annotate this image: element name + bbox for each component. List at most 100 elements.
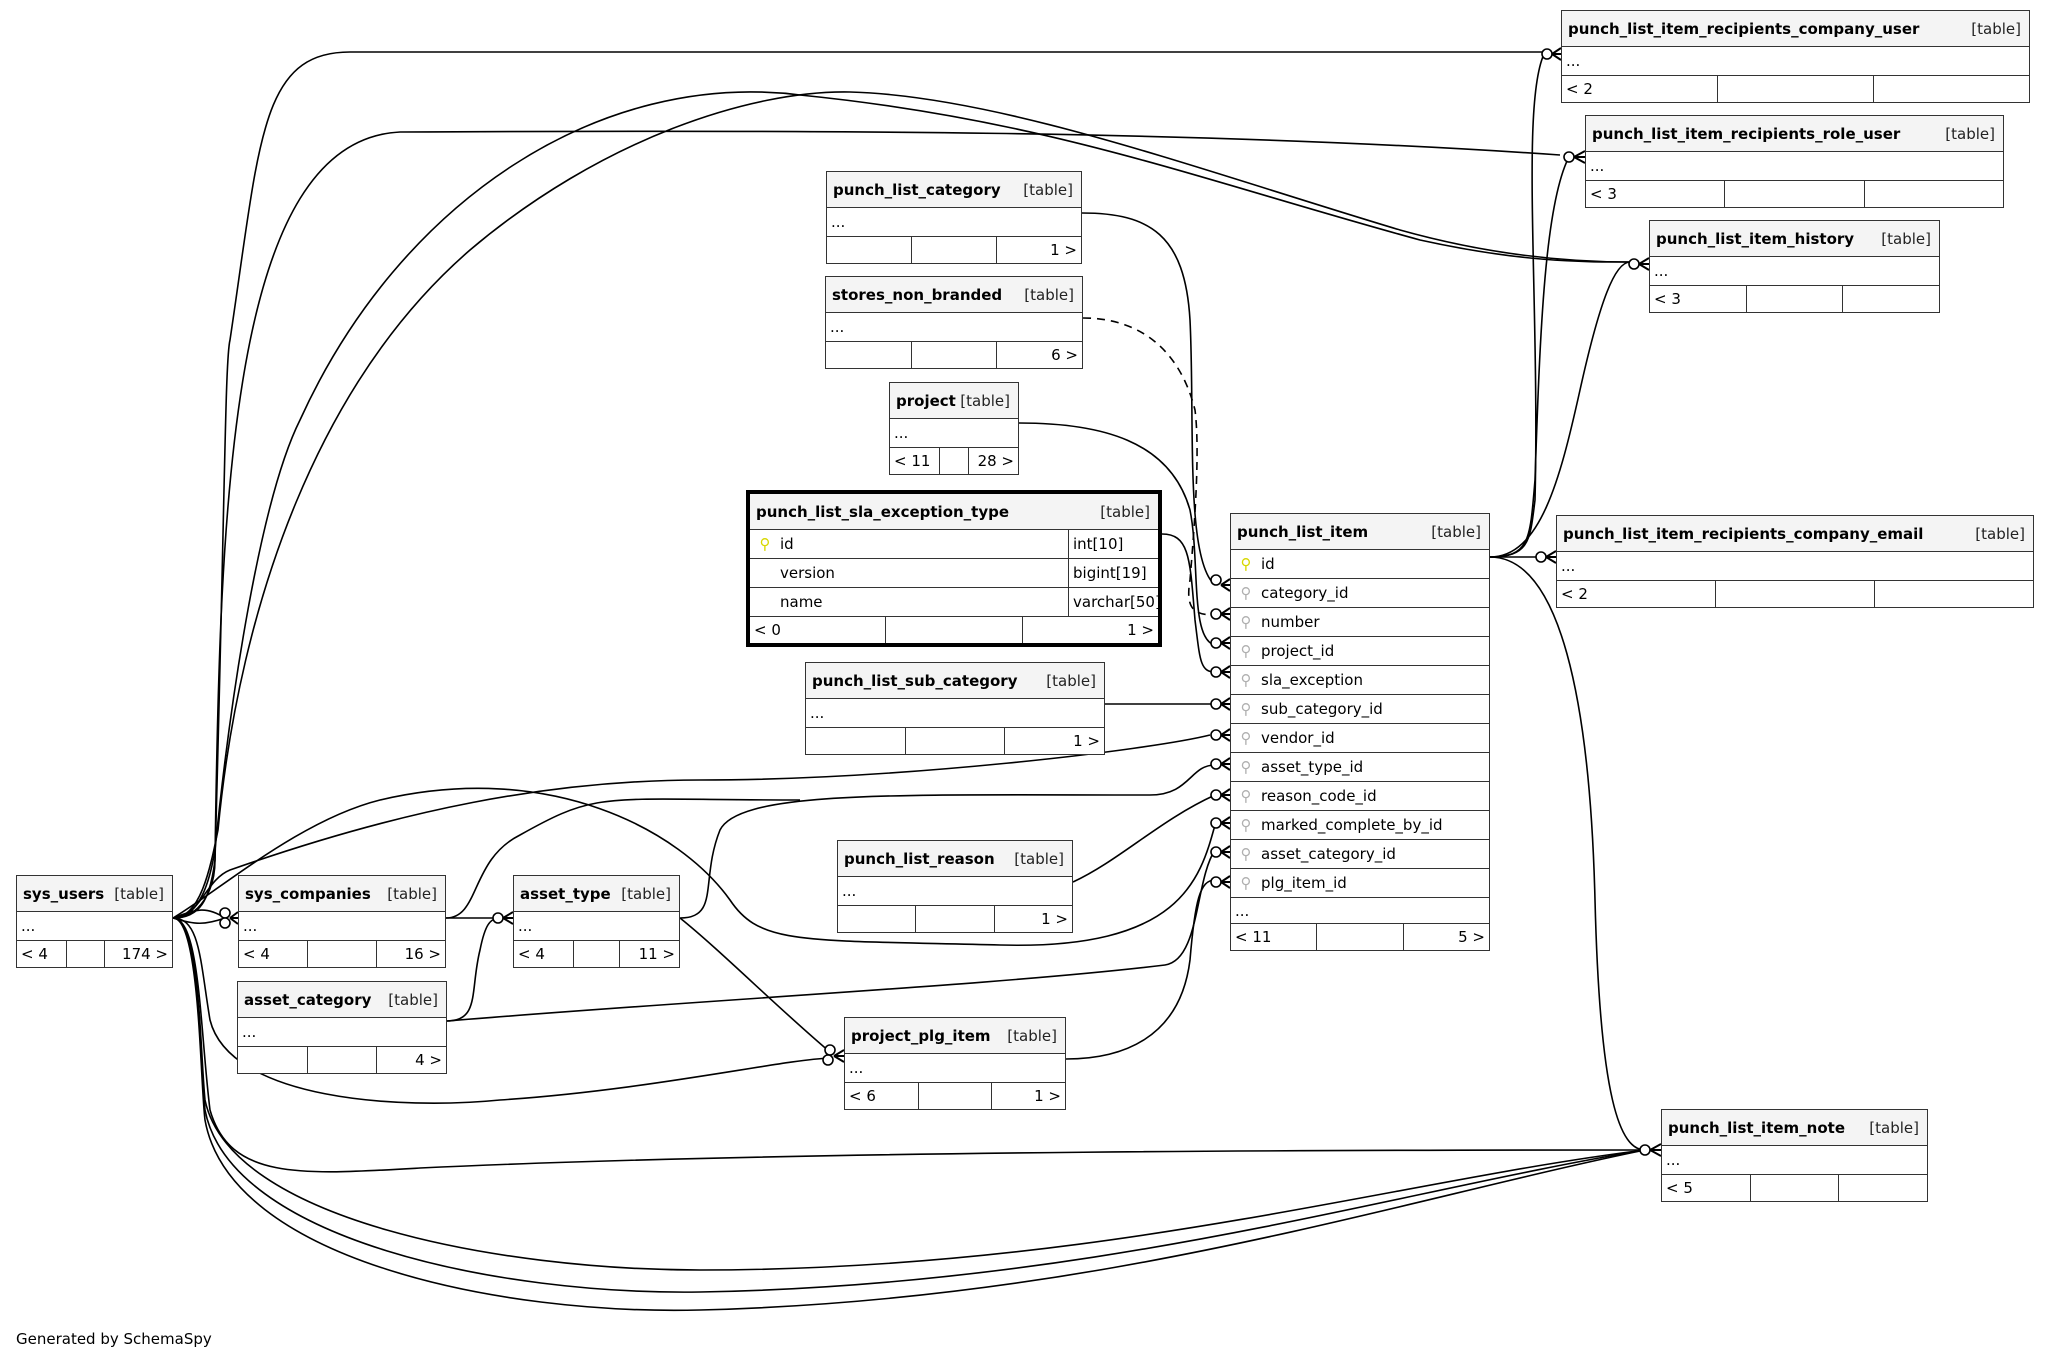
column-type: varchar[50]: [1068, 588, 1161, 616]
crowfoot-circle: [1563, 151, 1575, 163]
column-row[interactable]: ⚲vendor_id: [1231, 724, 1489, 753]
edge-item-history: [1489, 261, 1631, 558]
column-row[interactable]: ⚲category_id: [1231, 579, 1489, 608]
column-row[interactable]: ⚲number: [1231, 608, 1489, 637]
column-row[interactable]: ⚲marked_complete_by_id: [1231, 811, 1489, 840]
column-row[interactable]: ⚲reason_code_id: [1231, 782, 1489, 811]
edge-sys-users-note-1: [172, 917, 1646, 1173]
table-name[interactable]: punch_list_item_history: [1656, 229, 1855, 248]
table-stores-non-branded[interactable]: stores_non_branded[table] ... 6 >: [825, 276, 1083, 369]
crowfoot-circle: [1639, 1144, 1651, 1156]
primary-key-icon: ⚲: [1240, 555, 1252, 573]
edge-sys-users-company-user: [172, 51, 1545, 919]
children-count: 6 >: [996, 342, 1082, 368]
edge-sys-users-history-2: [172, 91, 1631, 919]
crowfoot-circle: [1210, 666, 1222, 678]
table-punch-list-item-note[interactable]: punch_list_item_note[table] ... < 5: [1661, 1109, 1928, 1202]
crowfoot-circle: [1210, 637, 1222, 649]
table-name[interactable]: stores_non_branded: [832, 285, 1003, 304]
edge-stores-item: [1082, 317, 1216, 616]
table-name[interactable]: punch_list_sub_category: [812, 671, 1018, 690]
column-row[interactable]: ⚲sla_exception: [1231, 666, 1489, 695]
table-punch-list-category[interactable]: punch_list_category[table] ... 1 >: [826, 171, 1082, 264]
table-name[interactable]: punch_list_item_recipients_company_email: [1563, 524, 1924, 543]
children-count: [1842, 286, 1939, 312]
crowfoot: [1220, 578, 1231, 592]
foreign-key-icon: ⚲: [1240, 816, 1252, 834]
table-name[interactable]: project: [896, 391, 956, 410]
column-name: version: [780, 564, 835, 582]
table-type: [table]: [621, 884, 671, 903]
parents-count: < 4: [518, 945, 545, 963]
crowfoot-circle: [1210, 729, 1222, 741]
table-name[interactable]: punch_list_item_note: [1668, 1118, 1845, 1137]
table-footer: 1 >: [806, 728, 1104, 754]
table-type: [table]: [1945, 124, 1995, 143]
table-name[interactable]: punch_list_item_recipients_role_user: [1592, 124, 1901, 143]
ellipsis-row: ...: [838, 877, 1072, 906]
table-name[interactable]: punch_list_sla_exception_type: [756, 502, 1010, 521]
column-row[interactable]: ⚲asset_type_id: [1231, 753, 1489, 782]
crowfoot-circle: [1210, 876, 1222, 888]
table-name[interactable]: punch_list_category: [833, 180, 1001, 199]
column-row[interactable]: ⚲project_id: [1231, 637, 1489, 666]
table-type: [table]: [387, 884, 437, 903]
edge-item-role-user: [1489, 154, 1571, 558]
table-sla-exception-type[interactable]: punch_list_sla_exception_type [table] ⚲id…: [746, 490, 1162, 647]
table-name[interactable]: project_plg_item: [851, 1026, 991, 1045]
table-item-history[interactable]: punch_list_item_history[table] ... < 3: [1649, 220, 1940, 313]
table-recipients-role-user[interactable]: punch_list_item_recipients_role_user [tab…: [1585, 115, 2004, 208]
edge-sys-users-marked-complete: [172, 787, 1216, 946]
column-row[interactable]: ⚲sub_category_id: [1231, 695, 1489, 724]
edge-plg-item: [1065, 879, 1216, 1060]
table-recipients-company-email[interactable]: punch_list_item_recipients_company_email…: [1556, 515, 2034, 608]
foreign-key-icon: ⚲: [1240, 787, 1252, 805]
ellipsis-row: ...: [1662, 1146, 1927, 1175]
table-recipients-company-user[interactable]: punch_list_item_recipients_company_user[…: [1561, 10, 2030, 103]
table-type: [table]: [1046, 671, 1096, 690]
table-name[interactable]: asset_type: [520, 884, 611, 903]
column-row[interactable]: ⚲id: [1231, 550, 1489, 579]
foreign-key-icon: ⚲: [1240, 758, 1252, 776]
parents-count: [806, 728, 905, 754]
table-name[interactable]: sys_users: [23, 884, 105, 903]
column-row[interactable]: name varchar[50]: [750, 588, 1161, 617]
column-row[interactable]: ⚲asset_category_id: [1231, 840, 1489, 869]
table-name[interactable]: punch_list_item: [1237, 522, 1369, 541]
table-name[interactable]: asset_category: [244, 990, 372, 1009]
table-punch-list-sub-category[interactable]: punch_list_sub_category[table] ... 1 >: [805, 662, 1105, 755]
table-punch-list-item[interactable]: punch_list_item[table] ⚲id ⚲category_id …: [1230, 513, 1490, 951]
table-name[interactable]: punch_list_reason: [844, 849, 995, 868]
parents-count: < 4: [243, 945, 270, 963]
column-name: name: [780, 593, 823, 611]
table-punch-list-reason[interactable]: punch_list_reason[table] ... 1 >: [837, 840, 1073, 933]
column-row[interactable]: ⚲plg_item_id: [1231, 869, 1489, 898]
table-name[interactable]: sys_companies: [245, 884, 371, 903]
table-type: [table]: [1024, 285, 1074, 304]
foreign-key-icon: ⚲: [1240, 584, 1252, 602]
children-count: 1 >: [993, 906, 1072, 932]
parents-count: < 4: [21, 945, 48, 963]
table-name[interactable]: punch_list_item_recipients_company_user: [1568, 19, 1920, 38]
table-type: [table]: [1007, 1026, 1057, 1045]
table-type: [table]: [1100, 502, 1150, 521]
children-count: [1838, 1175, 1927, 1201]
crowfoot: [1220, 665, 1231, 679]
crowfoot-circle: [492, 912, 504, 924]
edge-item-note: [1489, 556, 1646, 1151]
table-type: [table]: [1431, 522, 1481, 541]
edge-sys-users-plg: [172, 917, 831, 1104]
table-footer: < 2: [1557, 581, 2033, 607]
table-asset-category[interactable]: asset_category[table] ... 4 >: [237, 981, 447, 1074]
crowfoot: [1220, 845, 1231, 859]
table-type: [table]: [1975, 524, 2025, 543]
